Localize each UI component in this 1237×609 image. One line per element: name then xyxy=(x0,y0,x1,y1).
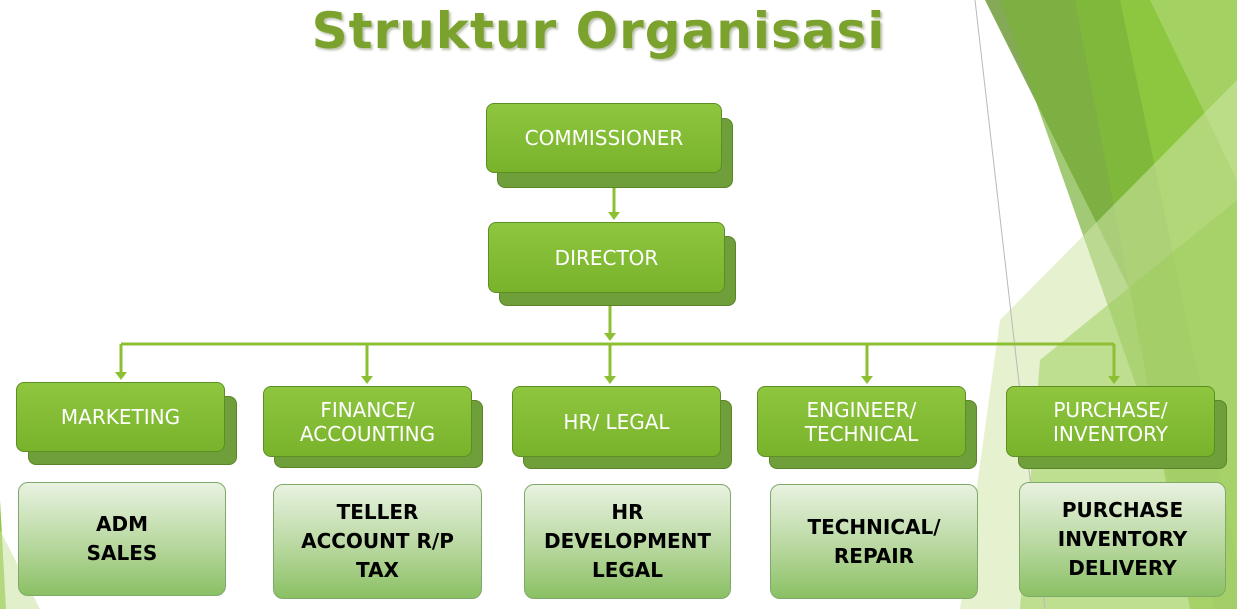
sub-engineer-box: TECHNICAL/ REPAIR xyxy=(770,484,978,599)
dept-engineer-label: ENGINEER/ TECHNICAL xyxy=(804,397,919,446)
dept-purchase-label: PURCHASE/ INVENTORY xyxy=(1053,397,1168,446)
sub-finance-box: TELLER ACCOUNT R/P TAX xyxy=(273,484,482,599)
page-title: Struktur Organisasi xyxy=(311,2,886,60)
sub-hr-text: HR DEVELOPMENT LEGAL xyxy=(543,500,712,582)
sub-hr-box: HR DEVELOPMENT LEGAL xyxy=(524,484,731,599)
dept-marketing-box: MARKETING xyxy=(16,382,225,452)
dept-purchase-box: PURCHASE/ INVENTORY xyxy=(1006,386,1215,457)
dept-marketing-label: MARKETING xyxy=(60,405,181,429)
sub-purchase-text: PURCHASE INVENTORY DELIVERY xyxy=(1057,498,1188,580)
sub-purchase-box: PURCHASE INVENTORY DELIVERY xyxy=(1019,482,1226,597)
dept-hr-label: HR/ LEGAL xyxy=(563,409,670,434)
dept-engineer-box: ENGINEER/ TECHNICAL xyxy=(757,386,966,457)
dept-finance-box: FINANCE/ ACCOUNTING xyxy=(263,386,472,457)
director-box: DIRECTOR xyxy=(488,222,725,293)
sub-marketing-text: ADM SALES xyxy=(86,512,158,565)
director-label: DIRECTOR xyxy=(554,245,659,270)
dept-finance-label: FINANCE/ ACCOUNTING xyxy=(299,397,436,446)
dept-hr-box: HR/ LEGAL xyxy=(512,386,721,457)
sub-finance-text: TELLER ACCOUNT R/P TAX xyxy=(301,500,454,582)
commissioner-box: COMMISSIONER xyxy=(486,103,722,173)
sub-engineer-text: TECHNICAL/ REPAIR xyxy=(807,514,941,568)
sub-marketing-box: ADM SALES xyxy=(18,482,226,596)
commissioner-label: COMMISSIONER xyxy=(524,126,684,150)
